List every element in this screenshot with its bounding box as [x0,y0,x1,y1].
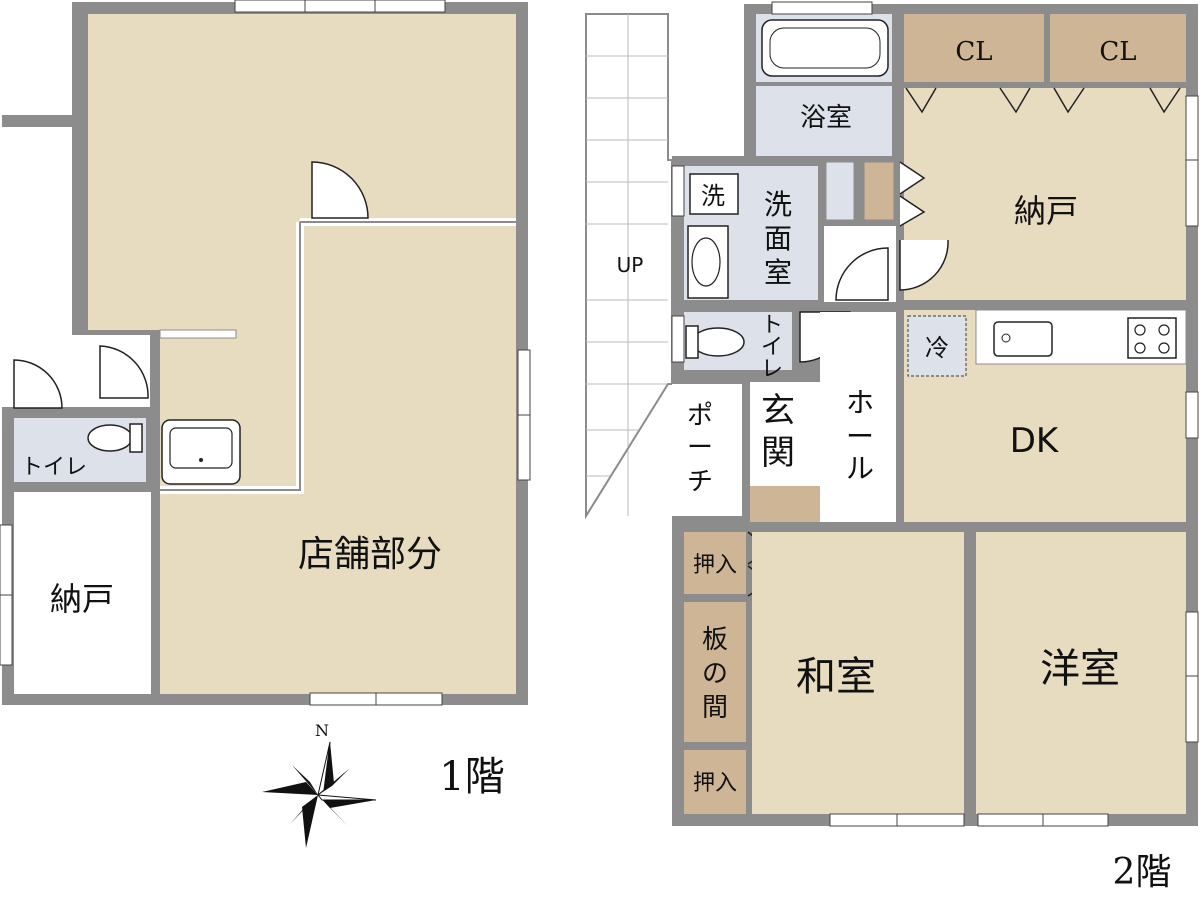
floor-2-japanese-room [752,532,964,814]
floor-2-washroom-label-1: 洗 [764,188,792,221]
floor-2-stairs-label: UP [617,253,644,277]
floor-2-toilet-label-2: イ [761,335,783,360]
floor-2-oshiire-bottom [684,750,746,814]
compass-rose-icon: N [262,721,377,848]
floor-2-closet-doors [905,87,1181,114]
floor-2-wash-basin [687,225,729,299]
floor-2-porch-label-1: ポ [687,401,713,431]
floor-2-washer: 洗 [689,173,739,215]
floor-1-counter [159,329,237,339]
floor-2-hall-label-2: ー [846,420,874,453]
floor-2-itanoma-label-1: 板 [702,625,728,655]
floor-2-closet-left [904,14,1044,82]
floor-2-porch-label-2: ー [687,433,713,463]
floor-1-door-shop [311,161,369,219]
floor-2-western-room [976,532,1186,814]
floor-2-porch-label-3: チ [687,467,713,497]
floor-2: UP 浴室 CL CL 納戸 洗 [585,1,1199,893]
floor-2-doors-upper [835,161,949,301]
floor-2-linen-2 [863,161,895,221]
floor-1: 店舗部分 トイレ 納戸 1階 [0,0,531,800]
floor-2-closet-left-label: CL [955,37,992,67]
floor-2-linen-1 [825,161,855,221]
floor-2-storage-label: 納戸 [1014,192,1078,230]
floor-2-entrance-step [750,486,820,522]
floor-1-door-toilet [13,359,63,409]
floor-2-western-room-label: 洋室 [1040,646,1120,692]
floor-2-fridge: 冷 [907,315,967,377]
floor-2-stairs: UP [585,13,673,520]
floor-2-entrance-label-1: 玄 [761,391,795,431]
floor-2-oshiire-top [684,532,746,594]
floor-1-storage-label: 納戸 [50,580,114,618]
floor-1-storage-room [14,492,152,694]
floor-2-title: 2階 [1113,852,1172,893]
floor-2-oshiire-bottom-label: 押入 [693,771,737,796]
floor-2-itanoma [684,602,746,742]
floor-2-bath-divider [756,82,892,86]
floor-1-balcony-stub [2,115,74,127]
floor-2-windows [671,1,1199,827]
floor-2-toilet-label-1: ト [761,313,783,338]
floor-2-washroom-label-3: 室 [764,256,792,289]
floor-2-fridge-label: 冷 [925,334,949,362]
floor-2-itanoma-label-3: 間 [702,693,728,723]
floor-2-bathtub [761,19,889,77]
floor-1-windows [0,0,531,706]
floor-2-porch [672,384,742,516]
floor-2-entrance-label-2: 関 [761,433,795,473]
floor-2-stove [1127,317,1177,359]
floor-2-dk-label: DK [1010,421,1060,461]
floor-2-hall-label-1: ホ [846,386,874,419]
floor-2-japanese-room-label: 和室 [796,654,876,700]
floor-2-oshiire-top-label: 押入 [693,553,737,578]
floor-2-hall-label-3: ル [846,452,874,485]
floor-2-storage-room [904,88,1186,300]
floor-1-toilet-fixture [87,423,143,453]
floor-1-sink [161,419,241,485]
floor-2-closet-right [1050,14,1186,82]
floor-1-door-entry [99,345,149,399]
floor-1-title: 1階 [439,754,504,800]
floor-1-partition-line [160,221,516,491]
floor-2-washer-label: 洗 [701,182,725,210]
floor-1-shop-label: 店舗部分 [298,534,442,575]
floor-1-toilet-label: トイレ [21,455,87,480]
floor-2-hall [820,312,896,522]
floor-2-closet-right-label: CL [1099,37,1136,67]
floor-2-toilet-label-3: レ [761,357,783,382]
floor-2-bath-label: 浴室 [800,103,852,133]
floor-2-washroom-label-2: 面 [764,222,792,255]
floor-2-kitchen-sink [993,321,1053,357]
floor-2-toilet-fixture [685,325,745,359]
floor-2-itanoma-label-2: の [702,659,728,689]
compass-north-label: N [315,721,329,740]
